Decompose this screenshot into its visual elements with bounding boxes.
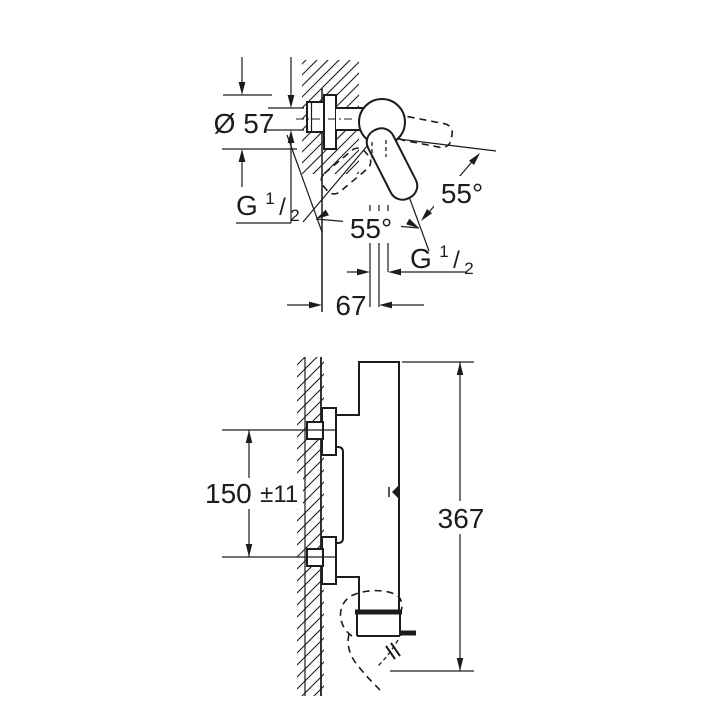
text-mask: [343, 211, 401, 243]
union-nut: [306, 101, 325, 133]
temperature-stop-marker: [388, 485, 399, 499]
dim-outlet-thread: G 1 / 2: [347, 242, 474, 278]
bottom-view: 150 ±11 367: [201, 357, 488, 696]
connection-flange-lower: [321, 536, 337, 585]
hose-tick: [385, 645, 396, 660]
lever-position-left-dashed: [320, 147, 372, 195]
hose-tick: [390, 642, 401, 657]
escutcheon: [323, 94, 337, 150]
dim-label-height: 367: [438, 503, 485, 534]
swing-limit-left-line: [286, 134, 323, 233]
dim-label-wall-thread: G 1 / 2: [236, 189, 300, 225]
arrowhead: [238, 149, 246, 162]
lever-handle: [365, 127, 419, 201]
lever-position-right-dashed: [394, 115, 454, 149]
top-view: Ø 57 G 1 / 2: [214, 57, 497, 321]
arrowhead: [238, 82, 246, 95]
arrowhead: [316, 209, 329, 219]
swing-axis-right-line: [397, 138, 497, 152]
dim-escutcheon-diameter: Ø 57: [214, 57, 297, 187]
dim-label-angle-left: 55°: [350, 213, 392, 244]
dim-label-angle-right: 55°: [441, 178, 483, 209]
arrowhead: [357, 268, 370, 276]
swing-axis-left-line: [302, 144, 369, 223]
dim-angle-left: 55°: [316, 209, 419, 244]
dim-label-outlet-thread: G 1 / 2: [410, 242, 474, 278]
dim-label-spacing: 150 ±11: [205, 478, 298, 509]
hand-shower-dashed: [339, 589, 403, 692]
arrowhead: [309, 301, 322, 309]
text-mask: [434, 501, 488, 534]
arrowhead: [287, 95, 295, 108]
text-mask: [434, 176, 491, 208]
dim-label-diameter: Ø 57: [214, 108, 275, 139]
arrowhead: [406, 218, 419, 228]
arrowhead: [456, 658, 464, 671]
dim-connection-spacing: 150 ±11: [201, 430, 303, 557]
arrowhead: [379, 301, 392, 309]
dim-wall-offset: 67: [287, 290, 424, 321]
arrowhead: [245, 544, 253, 557]
arrowhead: [287, 130, 295, 143]
shower-outlet-assembly: [355, 609, 416, 637]
arrowhead: [469, 153, 480, 165]
dim-overall-height: 367: [390, 361, 488, 672]
hidden-edge-dashes: [371, 140, 387, 158]
connection-flange-upper: [321, 407, 337, 456]
dim-label-offset: 67: [335, 290, 366, 321]
arrowhead: [421, 209, 432, 221]
arrowhead: [456, 362, 464, 375]
mixer-body: [335, 361, 400, 612]
text-mask: [201, 478, 303, 509]
arrowhead: [388, 268, 401, 276]
arrowhead: [245, 430, 253, 443]
dim-wall-thread: G 1 / 2: [236, 57, 304, 225]
dim-angle-right: 55°: [421, 153, 491, 221]
